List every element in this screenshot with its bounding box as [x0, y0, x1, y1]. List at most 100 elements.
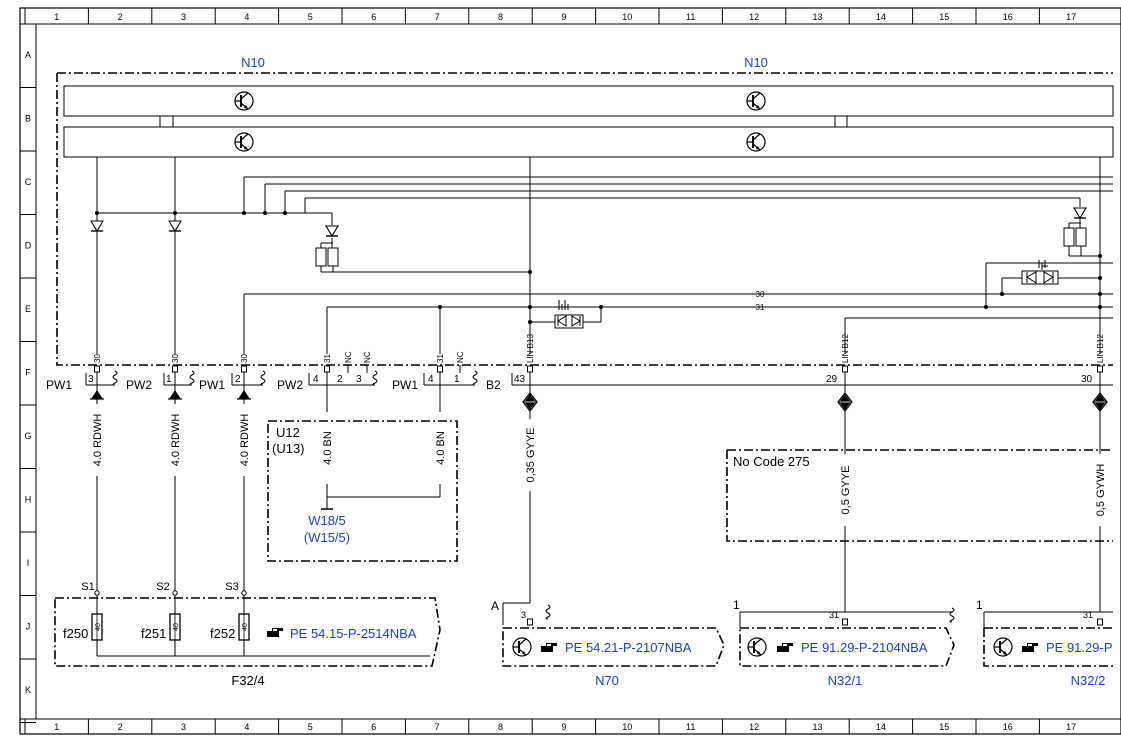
- n70-ref-link[interactable]: PE 54.21-P-2107NBA: [565, 640, 692, 655]
- connector-arrow-icon: [89, 389, 105, 400]
- diode-icon: [90, 220, 104, 232]
- lin-pin-label: LIN B12: [1096, 334, 1105, 363]
- transistor-icon: [746, 91, 766, 111]
- column-number: 4: [244, 722, 249, 732]
- connector-pins: [85, 365, 1113, 386]
- f32-boundary: [54, 597, 441, 667]
- pin-number: NC: [344, 351, 353, 363]
- splice-s2: S2: [156, 581, 169, 593]
- pw1-label: PW1: [46, 378, 72, 392]
- n32-1-ref-link[interactable]: PE 91.29-P-2104NBA: [801, 640, 928, 655]
- fuse-f252-label: f252: [210, 626, 235, 641]
- cavity-number: 2: [337, 374, 343, 385]
- column-number: 14: [876, 722, 886, 732]
- pointing-hand-icon: [541, 643, 557, 652]
- column-number: 13: [812, 722, 822, 732]
- transistor-icon: [993, 637, 1013, 657]
- bus-30-label: 30: [756, 290, 765, 299]
- row-letter: F: [25, 368, 31, 378]
- diode-icon: [554, 314, 584, 329]
- cavity-number: 3: [356, 374, 362, 385]
- n32-2-ref-link[interactable]: PE 91.29-P: [1046, 640, 1113, 655]
- drawing-frame: [19, 7, 1121, 735]
- b2-label: B2: [486, 378, 501, 392]
- column-number: 6: [371, 12, 376, 22]
- u12-label: U12: [276, 425, 300, 440]
- column-number: 16: [1003, 722, 1013, 732]
- transistor-icon: [747, 637, 767, 657]
- u12-boundary: [267, 420, 458, 562]
- cavity-number: 43: [514, 374, 526, 385]
- fuse-f250-label: f250: [63, 626, 88, 641]
- fuse-ref-link[interactable]: PE 54.15-P-2514NBA: [290, 626, 417, 641]
- plug-connector-icon: [522, 392, 538, 412]
- transistor-icon: [234, 91, 254, 111]
- column-number: 12: [749, 12, 759, 22]
- ground-icon: [321, 497, 333, 510]
- column-number: 8: [498, 12, 503, 22]
- row-letter: J: [26, 622, 31, 632]
- diode-icon: [1073, 207, 1087, 219]
- cavity-number: 1: [454, 374, 460, 385]
- capacitor-icon: [558, 300, 566, 310]
- fuse-rating: 40: [242, 623, 249, 631]
- column-number: 16: [1003, 12, 1013, 22]
- transistor-icon: [746, 132, 766, 152]
- n10-label-left: N10: [241, 55, 265, 70]
- row-letter: B: [25, 114, 31, 124]
- wire-label-bg: [433, 412, 447, 484]
- row-letter: A: [25, 50, 31, 60]
- output-stage-bar-lower: [63, 126, 1114, 158]
- cavity-number: 4: [313, 374, 319, 385]
- cavity-number: 3: [88, 374, 94, 385]
- wire-label: 0,35 GYYE: [525, 427, 537, 482]
- label-1: 1: [733, 598, 740, 612]
- column-number: 8: [498, 722, 503, 732]
- lin-pin-label: LIN B13: [526, 334, 535, 363]
- column-number: 10: [622, 722, 632, 732]
- wire-label-bg: [523, 419, 537, 491]
- row-letter: G: [24, 431, 31, 441]
- cavity-number: 2: [235, 374, 241, 385]
- n32-2-label: N32/2: [1071, 673, 1106, 688]
- fuse-rating: 40: [173, 623, 180, 631]
- pin-number: 31: [323, 354, 332, 363]
- pw2-label: PW2: [126, 378, 152, 392]
- connector-arrow-icon: [236, 389, 252, 400]
- column-number: 3: [181, 12, 186, 22]
- wire-label: 0,5 GYYE: [840, 466, 852, 515]
- internal-wiring: [95, 157, 1113, 354]
- capacitor-icon: [1038, 260, 1046, 268]
- wire-label-bg: [838, 454, 852, 526]
- n32-2-boundary: [983, 627, 1113, 667]
- pointing-hand-icon: [1022, 643, 1038, 652]
- pointing-hand-icon: [267, 628, 283, 637]
- cavity-number: 30: [1081, 374, 1093, 385]
- n32-1-pin-label: 31: [829, 610, 839, 620]
- column-number: 17: [1066, 12, 1076, 22]
- column-number: 7: [435, 722, 440, 732]
- diode-icon: [325, 225, 339, 237]
- column-number: 13: [812, 12, 822, 22]
- splice-s3: S3: [225, 581, 238, 593]
- connector-arrow-icon: [167, 389, 183, 400]
- column-number: 2: [118, 722, 123, 732]
- cavity-number: 1: [166, 374, 172, 385]
- wire-label: 0,5 GYWH: [1095, 464, 1107, 517]
- pin-number: 30: [171, 354, 180, 363]
- bus-31-label: 31: [756, 303, 765, 312]
- n70-boundary: [502, 627, 725, 667]
- column-number: 5: [308, 722, 313, 732]
- column-number: 9: [561, 12, 566, 22]
- cavity-number: 29: [826, 374, 838, 385]
- pin-number: 30: [93, 354, 102, 363]
- fuse-wiring: [94, 590, 430, 657]
- splice-s1: S1: [81, 581, 94, 593]
- column-number: 14: [876, 12, 886, 22]
- no-code-275-boundary: [726, 449, 1113, 542]
- row-ruler-left: ABCDEFGHIJKL: [20, 24, 37, 723]
